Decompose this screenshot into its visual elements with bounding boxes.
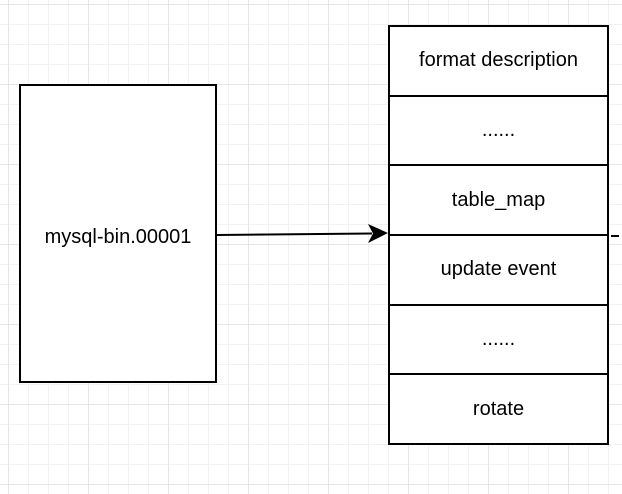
arrow-line (216, 232, 373, 236)
event-stack: format description ...... table_map upda… (388, 25, 609, 445)
arrow-head (368, 224, 388, 243)
event-format-description: format description (390, 27, 607, 97)
binlog-file-label: mysql-bin.00001 (44, 226, 192, 248)
event-ellipsis: ...... (390, 97, 607, 167)
event-table-map: table_map (390, 166, 607, 237)
event-rotate: rotate (472, 397, 525, 420)
event-ellipsis: ...... (390, 306, 607, 376)
edge-tick (611, 235, 619, 237)
binlog-file-box: mysql-bin.00001 (19, 84, 217, 383)
event-update: update event (390, 236, 607, 306)
